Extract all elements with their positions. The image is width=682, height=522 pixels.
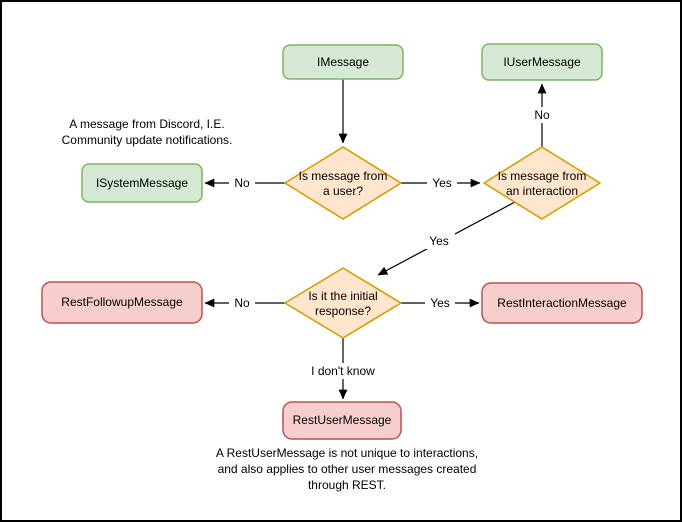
node-iusermessage: IUserMessage xyxy=(481,43,603,81)
note-system-message-line2: Community update notifications. xyxy=(62,133,233,147)
edge-label-no: No xyxy=(534,108,550,122)
node-restusermessage-label: RestUserMessage xyxy=(293,413,392,427)
note-system-message-line1: A message from Discord, I.E. xyxy=(69,117,224,131)
node-restfollowupmessage-label: RestFollowupMessage xyxy=(61,295,183,309)
node-restfollowupmessage-shape xyxy=(41,281,203,324)
node-isystemmessage-label: ISystemMessage xyxy=(96,176,188,190)
edge-label-no: No xyxy=(234,176,250,190)
decision-is-from-user-shape xyxy=(284,146,402,220)
node-restinteractionmessage-label: RestInteractionMessage xyxy=(497,296,627,310)
node-restusermessage: RestUserMessage xyxy=(282,401,402,440)
edge-label-bg xyxy=(229,295,255,311)
edge-label-i-dont-know: I don't know xyxy=(311,364,375,378)
decision-is-from-interaction-line1: Is message from xyxy=(498,169,587,183)
node-restinteractionmessage-shape xyxy=(481,282,643,324)
decision-is-from-interaction-shape xyxy=(483,146,601,220)
note-rest-user-message-line2: and also applies to other user messages … xyxy=(218,462,477,476)
decision-is-from-interaction: Is message from an interaction xyxy=(483,146,601,220)
decision-is-from-user-line2: a user? xyxy=(323,184,363,198)
decision-is-from-user-line1: Is message from xyxy=(299,169,388,183)
node-restinteractionmessage: RestInteractionMessage xyxy=(481,282,643,324)
edge-label-yes: Yes xyxy=(432,176,452,190)
node-imessage: IMessage xyxy=(282,44,404,80)
edge-labels: No Yes No Yes No Yes I don't know xyxy=(229,107,555,379)
edge-label-yes: Yes xyxy=(429,234,449,248)
edge-label-bg xyxy=(529,107,555,123)
node-isystemmessage-shape xyxy=(81,163,203,203)
decision-is-from-user: Is message from a user? xyxy=(284,146,402,220)
decision-is-initial-response-line1: Is it the initial xyxy=(308,289,377,303)
edge-label-no: No xyxy=(234,296,250,310)
node-iusermessage-label: IUserMessage xyxy=(503,55,581,69)
node-imessage-shape xyxy=(282,44,404,80)
node-imessage-label: IMessage xyxy=(317,55,369,69)
edges xyxy=(204,79,547,400)
decision-is-initial-response-line2: response? xyxy=(315,304,371,318)
edge-label-bg xyxy=(427,175,457,191)
node-isystemmessage: ISystemMessage xyxy=(81,163,203,203)
decision-is-initial-response: Is it the initial response? xyxy=(284,267,402,339)
decision-is-from-interaction-line2: an interaction xyxy=(506,184,578,198)
edge-label-bg xyxy=(307,363,379,379)
note-rest-user-message-line1: A RestUserMessage is not unique to inter… xyxy=(216,446,478,460)
edge-label-bg xyxy=(229,175,255,191)
note-system-message: A message from Discord, I.E. Community u… xyxy=(62,117,233,147)
note-rest-user-message: A RestUserMessage is not unique to inter… xyxy=(216,446,478,492)
node-iusermessage-shape xyxy=(481,43,603,81)
decision-is-initial-response-shape xyxy=(284,267,402,339)
edge-label-yes: Yes xyxy=(430,296,450,310)
note-rest-user-message-line3: through REST. xyxy=(308,478,386,492)
edge-label-bg xyxy=(425,295,455,311)
node-restfollowupmessage: RestFollowupMessage xyxy=(41,281,203,324)
edge-label-bg xyxy=(423,233,455,249)
node-restusermessage-shape xyxy=(282,401,402,440)
